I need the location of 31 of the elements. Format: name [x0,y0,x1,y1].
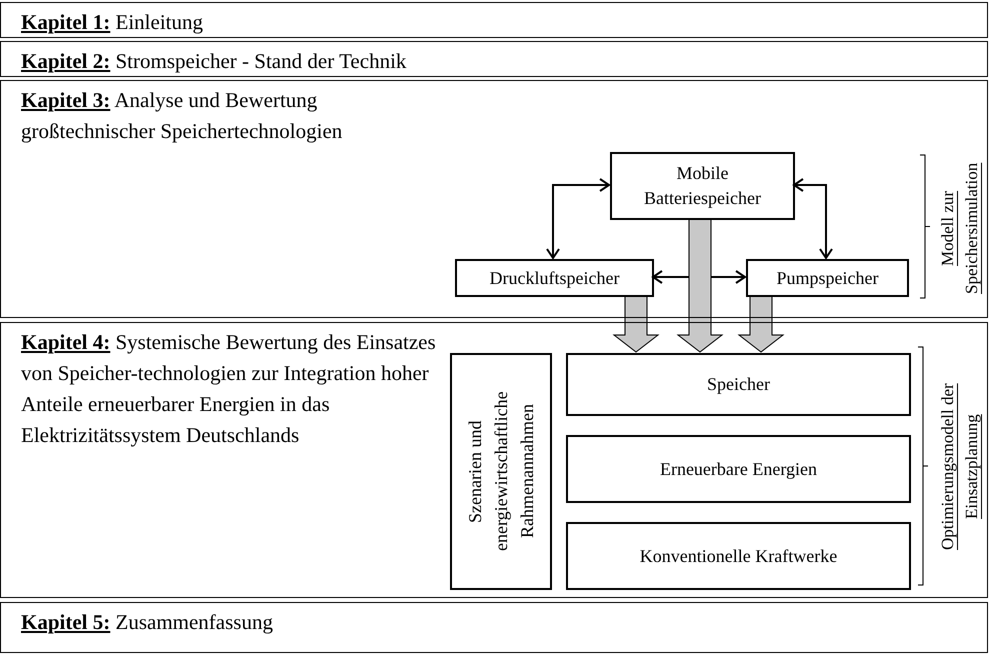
chapter-heading: Kapitel 3: Analyse und Bewertung großtechnischer Speichertechnologien [21,87,344,145]
box-label: Konventionelle Kraftwerke [638,544,838,568]
chapter-heading: Kapitel 4: Systemische Bewertung des Einsatzes von Speicher-technologien zur Integration hoher Anteile erneuerbarer Energien in das Elektrizitätssystem Deutschlands [21,329,437,449]
arrow [546,178,610,259]
side-label: Optimierungsmodell der Einsatzplanung [937,382,982,552]
chapter-heading: Kapitel 5: Zusammenfassung [21,609,274,636]
chapter-heading: Kapitel 1: Einleitung [21,9,204,36]
block-arrow [612,296,660,353]
process-box [450,353,552,590]
process-box [455,259,654,297]
block-arrow [738,296,784,353]
process-box [610,152,795,220]
process-box [566,353,911,416]
side-label: Modell zur Speichersimulation [937,160,982,296]
arrow [793,178,833,259]
process-box [566,435,911,503]
chapter-band [0,41,988,77]
process-box [566,522,911,590]
box-label: Mobile Batteriespeicher [643,162,762,210]
chapter-band [0,322,988,598]
block-arrow [676,218,724,353]
box-label: Druckluftspeicher [488,266,620,290]
box-label: Erneuerbare Energien [658,458,818,481]
chapter-band [0,80,988,318]
chapter-band [0,2,988,38]
box-label: Szenarien und energiewirtschaftliche Rahmenannahmen [464,390,538,554]
box-label: Speicher [706,373,771,396]
chapter-band [0,602,988,653]
box-label: Pumpspeicher [776,266,880,290]
chapter-heading: Kapitel 2: Stromspeicher - Stand der Technik [21,48,408,75]
process-box [746,259,909,297]
